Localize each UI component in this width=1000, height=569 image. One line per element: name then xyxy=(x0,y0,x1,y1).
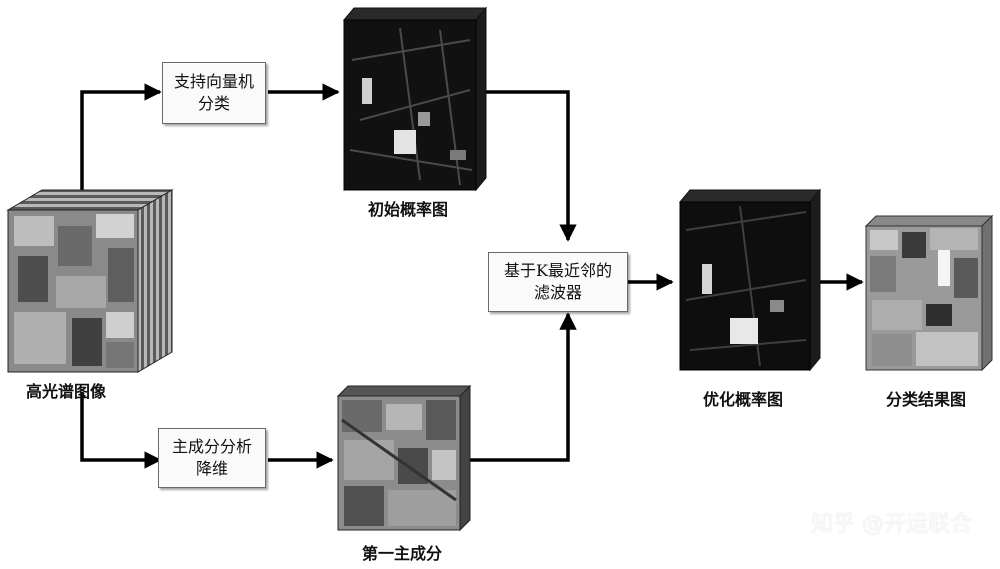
arrow-cube-to-pca xyxy=(82,392,160,460)
first-pc-label: 第一主成分 xyxy=(362,540,442,564)
pca-line2: 降维 xyxy=(196,458,228,480)
knn-filter-box: 基于K最近邻的 滤波器 xyxy=(488,252,628,312)
arrow-firstpc-to-filter xyxy=(466,314,568,460)
svm-classification-box: 支持向量机 分类 xyxy=(162,62,266,124)
classification-result-cube xyxy=(866,216,992,370)
hyperspectral-cube xyxy=(8,190,172,372)
optimized-probability-label: 优化概率图 xyxy=(703,386,783,410)
initial-probability-cube xyxy=(344,8,486,190)
hyperspectral-label: 高光谱图像 xyxy=(26,378,106,402)
knn-filter-line2: 滤波器 xyxy=(534,282,582,304)
initial-probability-label: 初始概率图 xyxy=(368,196,448,220)
optimized-probability-cube xyxy=(680,190,820,370)
classification-result-label: 分类结果图 xyxy=(886,386,966,410)
arrow-initial-to-filter xyxy=(484,92,568,240)
arrow-cube-to-svm xyxy=(82,92,160,198)
svm-line2: 分类 xyxy=(198,93,230,115)
pca-reduction-box: 主成分分析 降维 xyxy=(158,428,266,488)
knn-filter-line1: 基于K最近邻的 xyxy=(504,260,612,282)
svm-line1: 支持向量机 xyxy=(174,71,254,93)
first-pc-image xyxy=(338,386,470,530)
pca-line1: 主成分分析 xyxy=(172,436,252,458)
watermark: 知乎 @开运联合 xyxy=(811,506,972,538)
